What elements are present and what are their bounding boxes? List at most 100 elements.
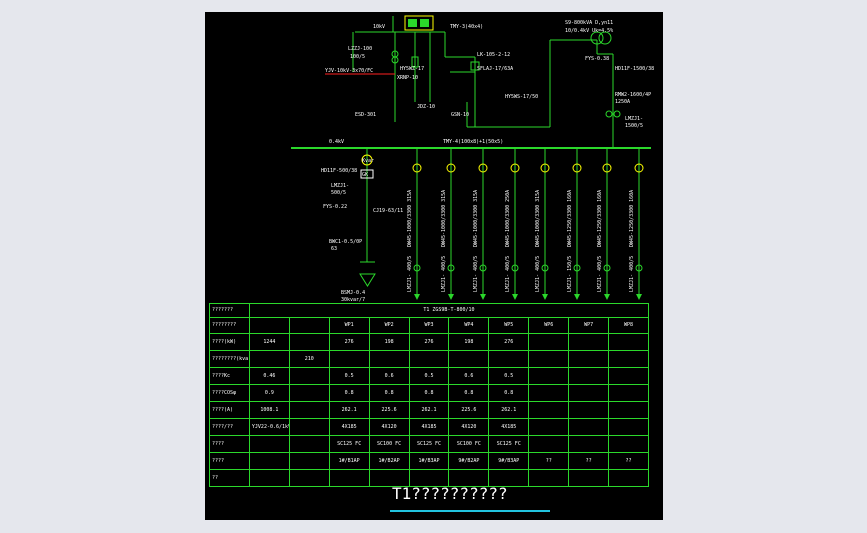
feeder-ct-icon	[603, 264, 611, 272]
feeder-arrow-icon	[414, 294, 420, 300]
arr-cap-label: FYS-0.22	[323, 204, 347, 210]
table-cell: SC125 FC	[328, 435, 370, 453]
table-cell	[488, 350, 530, 368]
table-cell	[528, 401, 570, 419]
ct-main-label: LMZJ1-	[625, 116, 643, 122]
ct-hv-label: LZZJ-100	[348, 46, 372, 52]
table-cell: 0.46	[248, 367, 290, 385]
table-cell	[608, 469, 649, 487]
capacitor-icon	[359, 273, 376, 287]
table-cell: ????????(kvar)	[209, 350, 250, 368]
table-cell: 4X185	[328, 418, 370, 436]
feeder-breaker-label: DW45-1000/3300 315A	[473, 190, 479, 247]
table-cell	[448, 350, 490, 368]
table-cell: ??	[209, 469, 250, 487]
table-cell: 4X120	[448, 418, 490, 436]
table-cell: 0.8	[368, 384, 410, 402]
table-cell	[568, 367, 610, 385]
table-cell	[608, 401, 649, 419]
table-cell	[288, 469, 330, 487]
table-cell	[328, 350, 370, 368]
table-cell: 262.1	[488, 401, 530, 419]
table-cell: 1#/B2AP	[368, 452, 410, 470]
capacitor-label: BSMJ-0.4	[341, 290, 365, 296]
table-cell: ????(kW)	[209, 333, 250, 351]
table-cell	[528, 418, 570, 436]
cable-in-label: YJV-10kV-3x70/FC	[325, 68, 373, 74]
table-cell: 210	[288, 350, 330, 368]
feeder-ct-icon	[511, 264, 519, 272]
pt-label: JDZ-10	[417, 104, 435, 110]
arr-lv-label: FYS-0.38	[585, 56, 609, 62]
table-cell	[608, 367, 649, 385]
table-cell: ??	[528, 452, 570, 470]
feeder-arrow-icon	[480, 294, 486, 300]
table-cell: 0.8	[328, 384, 370, 402]
table-cell: 9#/B2AP	[448, 452, 490, 470]
hv-panel-label: TMY-3(40x4)	[450, 24, 483, 30]
table-cell: 9#/B3AP	[488, 452, 530, 470]
table-cell	[368, 350, 410, 368]
feeder-ct-icon	[573, 264, 581, 272]
table-cell	[568, 333, 610, 351]
table-cell: 225.6	[368, 401, 410, 419]
table-cell	[248, 435, 290, 453]
capacitor-val: 30kvar/7	[341, 297, 365, 303]
esg-label: GSN-10	[451, 112, 469, 118]
table-cell	[568, 384, 610, 402]
feeder-breaker-label: DW45-1000/3300 315A	[407, 190, 413, 247]
feeder-ct-label: LMZJ1- 400/5	[505, 256, 511, 292]
feeder-arrow-icon	[512, 294, 518, 300]
table-cell: SC100 FC	[448, 435, 490, 453]
load-switch-label: LK-105-2-12	[477, 52, 510, 58]
table-cell: 276	[328, 333, 370, 351]
hv-voltage-label: 10kV	[373, 24, 385, 30]
fuse-icon	[411, 56, 419, 68]
table-cell	[288, 401, 330, 419]
table-cell: SC125 FC	[488, 435, 530, 453]
table-cell: 0.5	[408, 367, 450, 385]
table-cell	[408, 350, 450, 368]
feeder-ct-icon	[479, 264, 487, 272]
ct-cap-label: LMZJ1-	[331, 183, 349, 189]
table-cell: ????Kc	[209, 367, 250, 385]
table-cell	[328, 469, 370, 487]
table-cell: 1#/B3AP	[408, 452, 450, 470]
table-cell	[528, 435, 570, 453]
table-cell	[528, 333, 570, 351]
table-cell: 225.6	[448, 401, 490, 419]
feeder-breaker-label: DW45-1250/3300 160A	[567, 190, 573, 247]
table-cell: 198	[368, 333, 410, 351]
table-cell: 262.1	[328, 401, 370, 419]
table-cell: 0.6	[448, 367, 490, 385]
feeder-meter-icon	[634, 163, 644, 173]
table-cell	[528, 367, 570, 385]
table-cell: 1008.1	[248, 401, 290, 419]
title-underline	[390, 510, 550, 512]
fuse-label: XRNP-10	[397, 75, 418, 81]
feeder-ct-icon	[447, 264, 455, 272]
feeder-ct-icon	[413, 264, 421, 272]
table-cell: WP8	[608, 317, 649, 334]
fuse2-label: SFLAJ-17/63A	[477, 66, 513, 72]
cap-contact-label: CJ19-63/11	[373, 208, 403, 214]
table-cell	[608, 350, 649, 368]
table-cell: ???????	[209, 303, 250, 318]
table-cell: 0.5	[488, 367, 530, 385]
feeder-ct-label: LMZJ1- 400/5	[597, 256, 603, 292]
ct-cap-ratio: 500/5	[331, 190, 346, 196]
table-cell: 0.6	[368, 367, 410, 385]
table-cell	[288, 418, 330, 436]
table-cell	[608, 435, 649, 453]
table-cell: WP3	[408, 317, 450, 334]
feeder-ct-label: LMZJ1- 150/5	[567, 256, 573, 292]
feeder-ct-label: LMZJ1- 400/5	[407, 256, 413, 292]
feeder-ct-label: LMZJ1- 400/5	[441, 256, 447, 292]
table-cell: T1 ZGS9B-T-800/10	[248, 303, 650, 318]
table-cell: WP2	[368, 317, 410, 334]
table-cell: 0.9	[248, 384, 290, 402]
feeder-breaker-label: DW45-1250/3300 160A	[629, 190, 635, 247]
table-cell: ??	[568, 452, 610, 470]
